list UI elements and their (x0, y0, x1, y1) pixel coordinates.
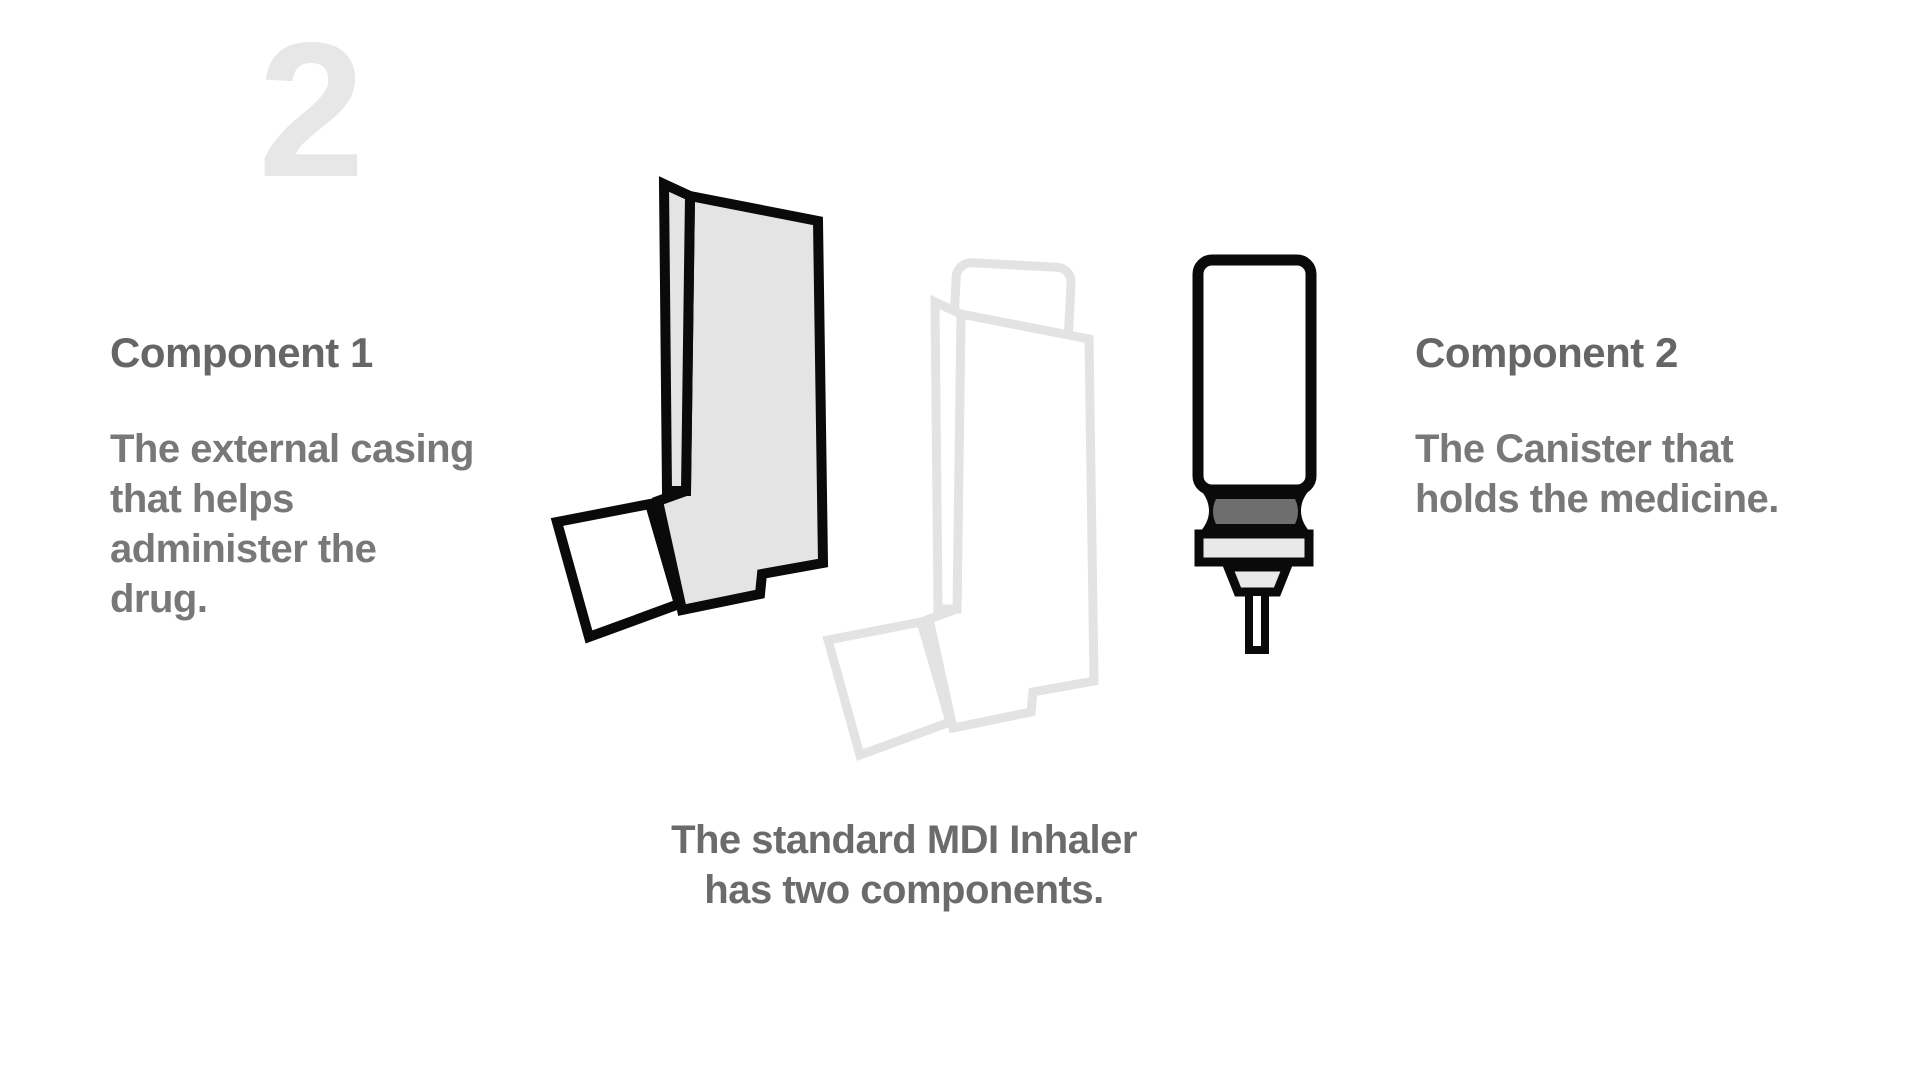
canister-crimp-band-shape (1213, 499, 1298, 524)
canister-stem-shape (1245, 588, 1269, 654)
ghost-mouthpiece-shape (822, 616, 956, 761)
slide-caption: The standard MDI Inhaler has two compone… (671, 818, 1137, 912)
canister-body-shape (1192, 254, 1317, 496)
casing-mouthpiece-shape (550, 498, 686, 644)
component-2-title: Component 2 (1415, 329, 1678, 376)
component-2-description: The Canister that holds the medicine. (1415, 427, 1779, 521)
canister-valve-band-shape (1194, 529, 1314, 567)
ghost-casing-back-strip-shape (930, 294, 966, 614)
component-1-title: Component 1 (110, 329, 373, 376)
canister-icon (1192, 254, 1317, 654)
step-number: 2 (258, 2, 365, 217)
component-1-description: The external casing that helps administe… (110, 427, 474, 621)
ghost-inhaler-icon (822, 258, 1099, 761)
casing-icon (550, 176, 829, 644)
canister-nozzle-shape (1221, 562, 1294, 597)
casing-back-strip-shape (658, 176, 696, 496)
